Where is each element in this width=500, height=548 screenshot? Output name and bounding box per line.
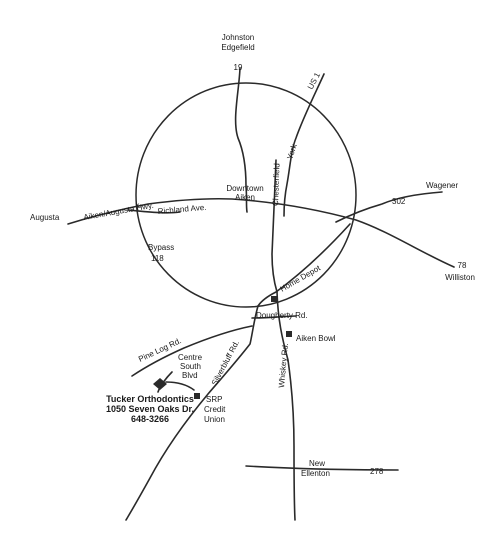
- dougherty-road: [251, 315, 297, 319]
- us-1-label: US 1: [306, 71, 323, 91]
- dougherty-rd-label: Dougherty Rd.: [256, 311, 308, 320]
- pine-log-road: [131, 325, 253, 377]
- bypass-junction-mark: ×: [135, 201, 140, 210]
- centre-label: Centre: [178, 353, 203, 362]
- route-302-label: 302: [392, 197, 406, 206]
- chesterfield-street: [271, 159, 278, 293]
- office-phone: 648-3266: [131, 414, 169, 424]
- tucker-orthodontics-marker: [153, 378, 167, 390]
- home-depot-connector: [257, 223, 351, 307]
- bypass-label: Bypass: [148, 243, 174, 252]
- centre-south-boulevard: [165, 381, 195, 391]
- route-302: [335, 191, 443, 223]
- route-278-label: 278: [370, 467, 384, 476]
- south-label: South: [180, 362, 201, 371]
- aiken-bowl-label: Aiken Bowl: [296, 334, 336, 343]
- richland-avenue: [67, 197, 455, 268]
- silverbluff-rd-label: Silverbluff Rd.: [210, 339, 241, 387]
- route-19-label: 19: [234, 63, 243, 72]
- augusta-label: Augusta: [30, 213, 60, 222]
- home-depot-label: Home Depot: [279, 263, 323, 294]
- williston-label: Williston: [445, 273, 475, 282]
- us-1: [283, 73, 325, 217]
- home-depot-marker: [271, 296, 277, 302]
- blvd-label: Blvd: [182, 371, 198, 380]
- wagener-label: Wagener: [426, 181, 459, 190]
- route-118-label: 118: [151, 254, 164, 263]
- aiken-label: Aiken: [235, 193, 255, 202]
- new-ellenton-road: [245, 465, 399, 471]
- office-name: Tucker Orthodontics: [106, 394, 194, 404]
- new-label: New: [309, 459, 325, 468]
- route-78-label: 78: [458, 261, 467, 270]
- edgefield-label: Edgefield: [221, 43, 254, 52]
- whiskey-rd-label: Whiskey Rd.: [277, 343, 290, 389]
- chesterfield-label: Chesterfield: [271, 163, 281, 206]
- srp-credit-union-marker: [194, 393, 200, 399]
- downtown-label: Downtown: [226, 184, 263, 193]
- johnston-label: Johnston: [222, 33, 254, 42]
- srp-label: SRP: [206, 395, 222, 404]
- office-address: 1050 Seven Oaks Dr.: [106, 404, 194, 414]
- whiskey-road: [276, 291, 296, 521]
- augusta-spur: [127, 209, 181, 214]
- credit-label: Credit: [204, 405, 226, 414]
- aiken-augusta-hwy-label: Aiken/Augusta Hwy.: [83, 201, 154, 222]
- richland-ave-label: Richland Ave.: [157, 203, 206, 216]
- silverbluff-road: [125, 305, 259, 521]
- union-label: Union: [204, 415, 225, 424]
- bypass-118-ring: [135, 82, 357, 308]
- ellenton-label: Ellenton: [301, 469, 330, 478]
- york-label: York: [285, 142, 299, 161]
- aiken-bowl-marker: [286, 331, 292, 337]
